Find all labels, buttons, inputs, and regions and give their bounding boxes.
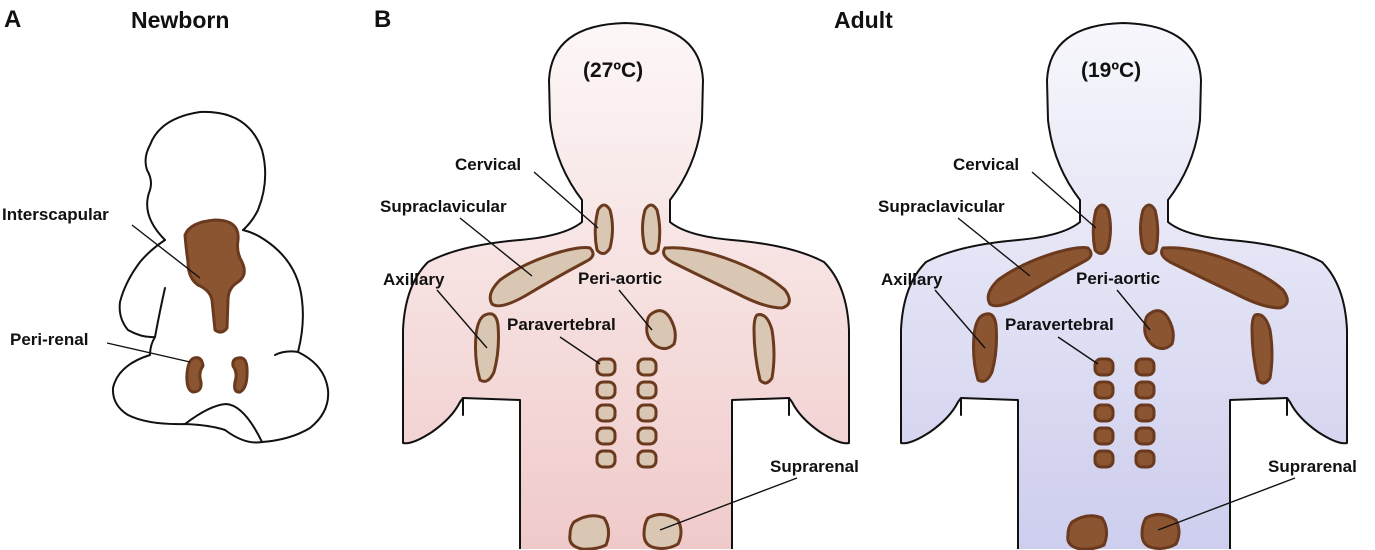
panel-title-newborn: Newborn: [131, 7, 229, 33]
newborn-figure: Interscapular Peri-renal: [2, 110, 330, 444]
leader-periaortic: [618, 289, 653, 331]
leader-periaortic: [1116, 289, 1151, 331]
paravertebral-fat-nodule: [1093, 426, 1115, 446]
leader-interscapular: [131, 224, 201, 279]
paravertebral-fat-nodule: [636, 426, 658, 446]
adult-body-outline: [900, 22, 1348, 549]
leader-suprarenal: [659, 477, 798, 531]
suprarenal-fat-right: [642, 513, 683, 550]
paravertebral-fat-nodule: [636, 403, 658, 423]
paravertebral-fat-nodule: [1093, 403, 1115, 423]
paravertebral-fat-nodule: [1134, 426, 1156, 446]
leader-supraclavicular: [957, 217, 1031, 277]
paravertebral-fat-nodule: [1134, 357, 1156, 377]
label-perirenal: Peri-renal: [10, 330, 88, 349]
label-paravertebral: Paravertebral: [1005, 315, 1114, 334]
label-supraclavicular: Supraclavicular: [878, 197, 1005, 216]
temperature-label: (27ºC): [583, 59, 643, 82]
leader-axillary: [436, 289, 488, 349]
leader-axillary: [934, 289, 986, 349]
paravertebral-fat-nodule: [595, 357, 617, 377]
axillary-fat-right: [1250, 313, 1274, 385]
leader-cervical: [533, 171, 599, 229]
interscapular-fat-depot: [183, 218, 246, 334]
paravertebral-fat-nodule: [1134, 449, 1156, 469]
paravertebral-fat-nodule: [595, 403, 617, 423]
paravertebral-fat-nodule: [1134, 380, 1156, 400]
cervical-fat-right: [1139, 203, 1160, 255]
leader-cervical: [1031, 171, 1097, 229]
cervical-fat-left: [1091, 203, 1112, 255]
label-suprarenal: Suprarenal: [1268, 457, 1357, 476]
leader-paravertebral: [559, 336, 601, 365]
perirenal-fat-right: [231, 356, 249, 394]
label-axillary: Axillary: [383, 270, 445, 289]
leader-perirenal: [106, 342, 191, 363]
label-axillary: Axillary: [881, 270, 943, 289]
paravertebral-fat-nodule: [1134, 403, 1156, 423]
label-interscapular: Interscapular: [2, 205, 109, 224]
panel-label-b: B: [374, 6, 391, 33]
paravertebral-fat-nodule: [636, 380, 658, 400]
paravertebral-fat-nodule: [1093, 357, 1115, 377]
supraclavicular-fat-right: [1160, 246, 1289, 310]
cervical-fat-right: [641, 203, 662, 255]
label-supraclavicular: Supraclavicular: [380, 197, 507, 216]
paravertebral-fat-nodule: [595, 426, 617, 446]
label-cervical: Cervical: [953, 155, 1019, 174]
paravertebral-fat-nodule: [636, 357, 658, 377]
label-cervical: Cervical: [455, 155, 521, 174]
supraclavicular-fat-left: [986, 246, 1093, 308]
paravertebral-fat-nodule: [595, 380, 617, 400]
paravertebral-fat-nodule: [1093, 449, 1115, 469]
temperature-label: (19ºC): [1081, 59, 1141, 82]
panel-label-a: A: [4, 6, 21, 33]
newborn-outline: [111, 110, 330, 444]
panel-title-adult: Adult: [834, 7, 893, 33]
suprarenal-fat-left: [568, 514, 611, 550]
label-paravertebral: Paravertebral: [507, 315, 616, 334]
supraclavicular-fat-right: [662, 246, 791, 310]
suprarenal-fat-left: [1066, 514, 1109, 550]
adult-body-outline: [402, 22, 850, 549]
paravertebral-fat-nodule: [1093, 380, 1115, 400]
leader-paravertebral: [1057, 336, 1099, 365]
leader-suprarenal: [1157, 477, 1296, 531]
label-periaortic: Peri-aortic: [1076, 269, 1160, 288]
paravertebral-fat-nodule: [595, 449, 617, 469]
cervical-fat-left: [593, 203, 614, 255]
axillary-fat-right: [752, 313, 776, 385]
suprarenal-fat-right: [1140, 513, 1181, 550]
label-periaortic: Peri-aortic: [578, 269, 662, 288]
paravertebral-fat-nodule: [636, 449, 658, 469]
leader-supraclavicular: [459, 217, 533, 277]
supraclavicular-fat-left: [488, 246, 595, 308]
perirenal-fat-left: [185, 356, 205, 394]
label-suprarenal: Suprarenal: [770, 457, 859, 476]
